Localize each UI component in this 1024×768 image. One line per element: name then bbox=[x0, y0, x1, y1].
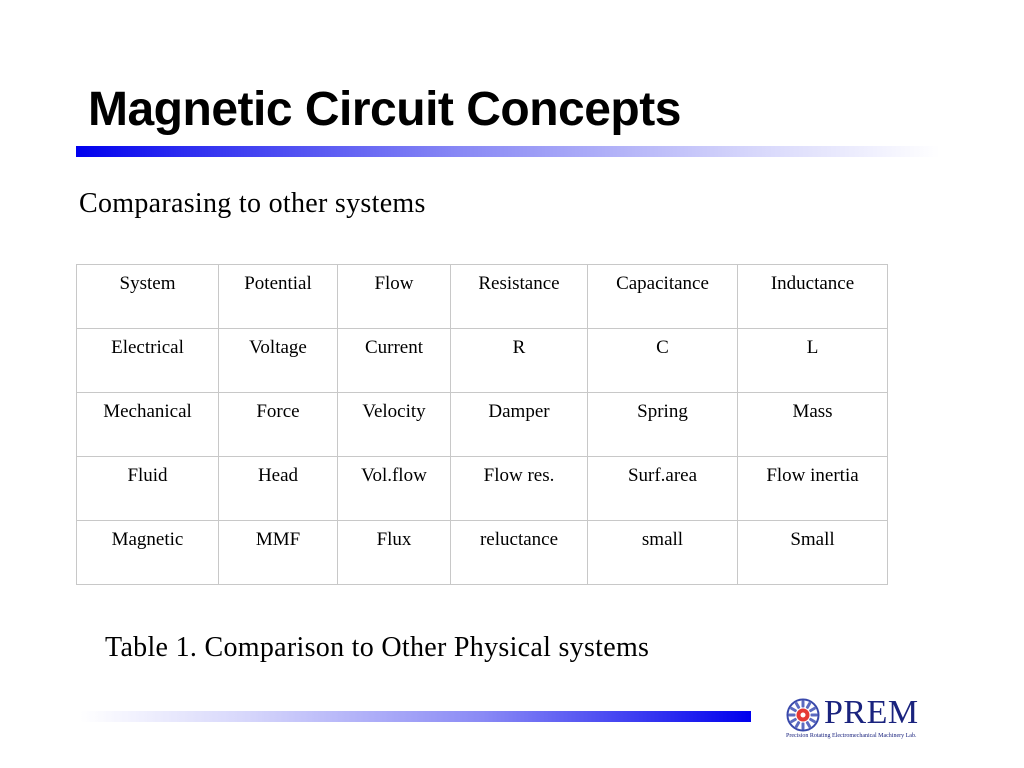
table-header-cell: Capacitance bbox=[587, 264, 738, 329]
table-cell: small bbox=[587, 520, 738, 585]
table-header-cell: System bbox=[76, 264, 219, 329]
table-cell: Spring bbox=[587, 392, 738, 457]
table-row: Mechanical Force Velocity Damper Spring … bbox=[76, 392, 888, 457]
table-cell: Voltage bbox=[218, 328, 338, 393]
table-cell: Damper bbox=[450, 392, 588, 457]
table-cell: Mass bbox=[737, 392, 888, 457]
table-cell: reluctance bbox=[450, 520, 588, 585]
table-cell: MMF bbox=[218, 520, 338, 585]
footer-gradient-bar bbox=[80, 711, 751, 722]
table-cell: Flux bbox=[337, 520, 451, 585]
table-cell: Magnetic bbox=[76, 520, 219, 585]
table-cell: Small bbox=[737, 520, 888, 585]
table-header-row: System Potential Flow Resistance Capacit… bbox=[76, 264, 888, 329]
table-cell: R bbox=[450, 328, 588, 393]
table-header-cell: Resistance bbox=[450, 264, 588, 329]
table-cell: Velocity bbox=[337, 392, 451, 457]
stator-rotor-icon bbox=[786, 698, 820, 732]
table-row: Electrical Voltage Current R C L bbox=[76, 328, 888, 393]
table-cell: Head bbox=[218, 456, 338, 521]
table-cell: Current bbox=[337, 328, 451, 393]
title-gradient-bar bbox=[76, 146, 940, 157]
table-header-cell: Flow bbox=[337, 264, 451, 329]
comparison-table: System Potential Flow Resistance Capacit… bbox=[76, 264, 888, 585]
table-cell: Mechanical bbox=[76, 392, 219, 457]
logo-tagline: Precision Rotating Electromechanical Mac… bbox=[786, 733, 917, 739]
table-cell: Flow inertia bbox=[737, 456, 888, 521]
table-cell: Fluid bbox=[76, 456, 219, 521]
table-caption: Table 1. Comparison to Other Physical sy… bbox=[105, 632, 650, 663]
slide-subtitle: Comparasing to other systems bbox=[79, 188, 426, 219]
table-row: Magnetic MMF Flux reluctance small Small bbox=[76, 520, 888, 585]
table-cell: Electrical bbox=[76, 328, 219, 393]
table-cell: L bbox=[737, 328, 888, 393]
slide-title: Magnetic Circuit Concepts bbox=[88, 83, 681, 136]
table-cell: Force bbox=[218, 392, 338, 457]
table-header-cell: Inductance bbox=[737, 264, 888, 329]
table-cell: C bbox=[587, 328, 738, 393]
table-row: Fluid Head Vol.flow Flow res. Surf.area … bbox=[76, 456, 888, 521]
table-cell: Surf.area bbox=[587, 456, 738, 521]
table-cell: Vol.flow bbox=[337, 456, 451, 521]
table-header-cell: Potential bbox=[218, 264, 338, 329]
prem-logo: PREM Precision Rotating Electromechanica… bbox=[786, 694, 956, 744]
table-cell: Flow res. bbox=[450, 456, 588, 521]
logo-wordmark: PREM bbox=[824, 694, 919, 731]
